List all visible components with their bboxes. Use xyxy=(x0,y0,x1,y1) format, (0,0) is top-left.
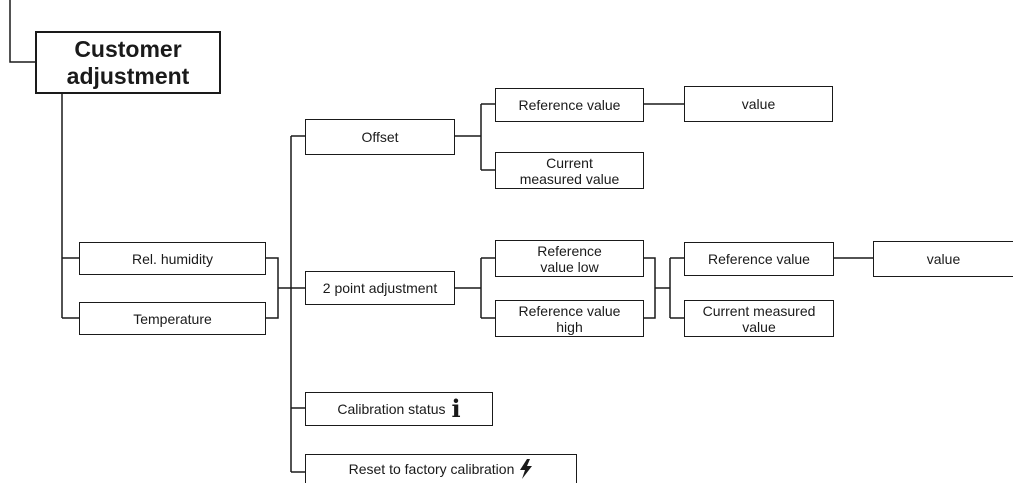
two-point-current-line-1: Current measured xyxy=(702,302,816,319)
offset-reference-value-box[interactable]: Reference value xyxy=(495,88,644,122)
offset-value-box[interactable]: value xyxy=(684,86,833,122)
offset-value-label: value xyxy=(741,96,776,112)
rel-humidity-box[interactable]: Rel. humidity xyxy=(79,242,266,275)
offset-current-measured-value-box[interactable]: Current measured value xyxy=(495,152,644,189)
two-point-current-measured-value-box[interactable]: Current measured value xyxy=(684,300,834,337)
ref-low-line-1: Reference xyxy=(537,242,602,259)
rel-humidity-label: Rel. humidity xyxy=(132,250,213,267)
calibration-status-label: Calibration status xyxy=(337,401,446,417)
title-line-1: Customer xyxy=(74,35,182,62)
offset-reference-value-label: Reference value xyxy=(518,97,621,113)
title-line-2: adjustment xyxy=(66,62,190,89)
two-point-reference-value-label: Reference value xyxy=(708,251,810,267)
two-point-reference-value-box[interactable]: Reference value xyxy=(684,242,834,276)
offset-label: Offset xyxy=(361,129,399,145)
offset-box[interactable]: Offset xyxy=(305,119,455,155)
ref-high-line-2: high xyxy=(556,318,583,335)
two-point-value-label: value xyxy=(926,251,961,267)
ref-low-line-2: value low xyxy=(540,258,599,275)
ref-high-line-1: Reference value xyxy=(518,302,621,319)
reference-value-low-box[interactable]: Reference value low xyxy=(495,240,644,277)
lightning-icon xyxy=(520,459,533,479)
reset-factory-calibration-box[interactable]: Reset to factory calibration xyxy=(305,454,577,483)
temperature-box[interactable]: Temperature xyxy=(79,302,266,335)
two-point-current-line-2: value xyxy=(742,318,776,335)
offset-current-line-1: Current xyxy=(546,154,593,171)
two-point-value-box[interactable]: value xyxy=(873,241,1013,277)
reset-factory-calibration-label: Reset to factory calibration xyxy=(348,461,515,477)
offset-current-line-2: measured value xyxy=(519,170,620,187)
two-point-adjustment-box[interactable]: 2 point adjustment xyxy=(305,271,455,305)
calibration-status-box[interactable]: Calibration status i xyxy=(305,392,493,426)
reference-value-high-box[interactable]: Reference value high xyxy=(495,300,644,337)
info-icon: i xyxy=(451,394,461,423)
temperature-label: Temperature xyxy=(133,310,212,327)
customer-adjustment-title[interactable]: Customer adjustment xyxy=(35,31,221,94)
two-point-adjustment-label: 2 point adjustment xyxy=(322,280,438,296)
